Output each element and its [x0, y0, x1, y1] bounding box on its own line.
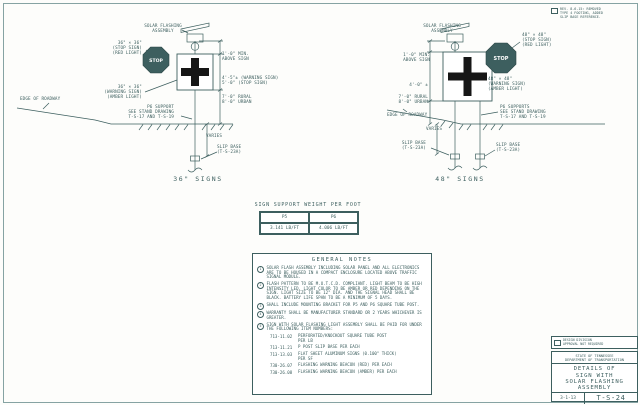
note-1: 1 SOLAR FLASH ASSEMBLY INCLUDING SOLAR P… [257, 265, 427, 280]
pay-item-code: 713-11.21 [270, 345, 293, 351]
pay-item-list: 713-11.02 PERFORATED/KNOCKOUT SQUARE TUB… [270, 332, 427, 375]
stop-sign-text-48: STOP [494, 56, 509, 62]
dim-above-sign-36: 1'-0" MIN. ABOVE SIGN [222, 52, 249, 62]
note-3: 3 SHALL INCLUDE MOUNTING BRACKET FOR P5 … [257, 301, 427, 310]
note-3-number: 3 [257, 302, 264, 310]
stop-sign-48: STOP [485, 42, 517, 74]
note-4-number: 4 [257, 311, 264, 319]
enclosure-36 [186, 33, 204, 43]
label-solar-assembly-36: SOLAR FLASHING ASSEMBLY [144, 24, 182, 34]
break-line-36 [187, 167, 203, 173]
ground-line-36 [16, 107, 233, 125]
pay-item-code: 713-13.03 [270, 351, 293, 357]
enclosure-48 [446, 33, 464, 43]
pay-item: 713-13.03 FLAT SHEET ALUMINUM SIGNS (0.1… [270, 350, 427, 361]
title-block-footer: 3-1-13 T-S-24 [552, 391, 637, 404]
dim-varies-48: VARIES [426, 127, 443, 132]
pay-item: 713-11.02 PERFORATED/KNOCKOUT SQUARE TUB… [270, 332, 427, 343]
slip-base-36 [190, 155, 200, 162]
label-stop-sign-48: 48" × 48" (STOP SIGN) (RED LIGHT) [522, 33, 552, 48]
pay-item-desc: PERFORATED/KNOCKOUT SQUARE TUBE POST PER… [298, 332, 387, 343]
solar-panel-48 [440, 22, 470, 33]
note-1-text: SOLAR FLASH ASSEMBLY INCLUDING SOLAR PAN… [266, 265, 420, 280]
sheet-border [3, 3, 638, 403]
note-5: 5 SIGN WITH SOLAR FLASHING LIGHT ASSEMBL… [257, 321, 427, 332]
dim-varies-36: VARIES [206, 134, 223, 139]
stop-sign-text-36: STOP [149, 58, 163, 64]
label-warning-sign-36: 36" × 36" (WARNING SIGN) (AMBER LIGHT) [104, 85, 142, 100]
label-stop-sign-36: 36" × 36" (STOP SIGN) (RED LIGHT) [112, 41, 142, 56]
beacon-48 [450, 42, 460, 51]
diagram-36-linework: STOP [16, 22, 234, 173]
note-1-number: 1 [257, 266, 264, 273]
pay-item-code: 713-11.02 [270, 333, 293, 339]
label-solar-assembly-48: SOLAR FLASHING ASSEMBLY [423, 24, 461, 34]
revision-note: REV. 8-6-15: REMOVED TYPE 4 FOOTING, ADD… [551, 7, 637, 19]
dim-sign-height-48: 4'-0" ± [409, 83, 428, 88]
caption-36-signs: 36" SIGNS [173, 175, 223, 183]
agency-name: STATE OF TENNESSEE DEPARTMENT OF TRANSPO… [552, 352, 637, 365]
label-slip-base-36: SLIP BASE (T-S-23A) [217, 145, 242, 155]
warning-cross-sign-36 [176, 53, 214, 91]
label-slip-base-48-right: SLIP BASE (T-S-23A) [496, 143, 521, 153]
dim-sign-heights-36: 4'-5"± (WARNING SIGN) 5'-0" (STOP SIGN) [222, 76, 279, 86]
note-5-number: 5 [257, 322, 264, 330]
checkbox-icon [551, 7, 558, 14]
weight-table-value-p5: 3.141 LB/FT [260, 223, 309, 234]
dim-mount-height-36: 7'-0" RURAL 8'-0" URBAN [222, 95, 252, 105]
weight-table: P5 P6 3.141 LB/FT 4.006 LB/FT [259, 211, 359, 235]
note-3-text: SHALL INCLUDE MOUNTING BRACKET FOR P5 AN… [266, 301, 420, 307]
weight-table-value-p6: 4.006 LB/FT [309, 223, 358, 234]
label-p6-support-36: P6 SUPPORT SEE STAND DRAWING T-S-17 AND … [128, 105, 174, 120]
solar-panel-36 [180, 22, 210, 33]
pay-item: 730-26.08 FLASHING WARNING BEACON (AMBER… [270, 368, 427, 375]
note-2: 2 FLASH PATTERN TO BE M.U.T.C.D. COMPLIA… [257, 280, 427, 301]
label-warning-sign-48: 48" × 48" (WARNING SIGN) (AMBER LIGHT) [488, 77, 526, 92]
ground-line-48 [386, 109, 605, 125]
general-notes-box: GENERAL NOTES 1 SOLAR FLASH ASSEMBLY INC… [252, 253, 432, 395]
note-4-text: WARRANTY SHALL BE MANUFACTURER STANDARD … [266, 310, 422, 321]
slip-base-48-right [475, 153, 485, 160]
weight-table-header-p5: P5 [260, 212, 309, 223]
label-edge-of-roadway-36: EDGE OF ROADWAY [20, 97, 61, 102]
dim-mount-height-48: 7'-0" RURAL 8'-0" URBAN [398, 95, 428, 105]
drawing-date: 3-1-13 [552, 392, 585, 404]
diagram-48-linework: STOP [386, 22, 605, 171]
drawing-number: T-S-24 [596, 393, 626, 402]
note-2-number: 2 [257, 281, 264, 289]
pay-item-desc: FLASHING WARNING BEACON (AMBER) PER EACH [298, 368, 397, 374]
dim-above-sign-48: 1'-0" MIN. ABOVE SIGN [403, 53, 430, 63]
label-slip-base-48-left: SLIP BASE (T-S-23A) [401, 141, 426, 151]
approval-stamp: DESIGN DIVISION APPROVAL NOT REQUIRED [551, 336, 638, 349]
checkbox-icon [554, 339, 561, 346]
stop-sign-36: STOP [142, 46, 170, 74]
pay-item-desc: FLASHING WARNING BEACON (RED) PER EACH [298, 362, 392, 368]
weight-table-title: SIGN SUPPORT WEIGHT PER FOOT [254, 202, 362, 208]
caption-48-signs: 48" SIGNS [435, 175, 485, 183]
revision-note-text: REV. 8-6-15: REMOVED TYPE 4 FOOTING, ADD… [560, 7, 603, 20]
pay-item-code: 730-26.08 [270, 369, 293, 375]
break-line-48-left [447, 165, 463, 171]
slip-base-48-left [450, 153, 460, 160]
approval-stamp-text: DESIGN DIVISION APPROVAL NOT REQUIRED [563, 337, 604, 346]
beacon-36 [190, 42, 200, 51]
pay-item-desc: FLAT SHEET ALUMINUM SIGNS (0.100" THICK)… [298, 350, 397, 361]
pay-item-code: 730-26.07 [270, 363, 293, 369]
drawing-title: DETAILS OF SIGN WITH SOLAR FLASHING ASSE… [565, 366, 624, 392]
pay-item: 713-11.21 P POST SLIP BASE PER EACH [270, 344, 427, 351]
weight-table-header-p6: P6 [309, 212, 358, 223]
pay-item-desc: P POST SLIP BASE PER EACH [298, 344, 360, 350]
label-edge-of-roadway-48: EDGE OF ROADWAY [387, 113, 428, 118]
note-4: 4 WARRANTY SHALL BE MANUFACTURER STANDAR… [257, 310, 427, 321]
label-p6-supports-48: P6 SUPPORTS SEE STAND DRAWING T-S-17 AND… [500, 105, 546, 120]
break-line-48-right [472, 165, 488, 171]
note-2-text: FLASH PATTERN TO BE M.U.T.C.D. COMPLIANT… [266, 280, 422, 301]
title-block: STATE OF TENNESSEE DEPARTMENT OF TRANSPO… [551, 351, 638, 404]
note-5-text: SIGN WITH SOLAR FLASHING LIGHT ASSEMBLY … [266, 321, 422, 332]
pay-item: 730-26.07 FLASHING WARNING BEACON (RED) … [270, 362, 427, 369]
warning-cross-sign-48 [442, 51, 493, 102]
general-notes-title: GENERAL NOTES [311, 257, 373, 263]
